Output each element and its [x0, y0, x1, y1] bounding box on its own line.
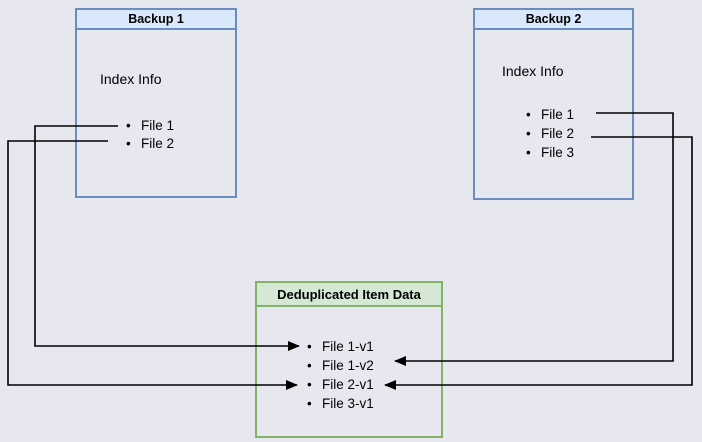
backup2-index-info-label: Index Info	[502, 63, 564, 79]
backup1-file-item: File 1	[126, 117, 174, 135]
dedup-box: Deduplicated Item Data File 1-v1 File 1-…	[255, 281, 443, 438]
dedup-title: Deduplicated Item Data	[277, 287, 421, 302]
backup1-header: Backup 1	[77, 10, 235, 30]
backup2-file-list: File 1 File 2 File 3	[526, 105, 574, 162]
backup2-file-item: File 3	[526, 143, 574, 162]
backup1-box: Backup 1 Index Info File 1 File 2	[75, 8, 237, 198]
backup1-title: Backup 1	[128, 12, 184, 26]
dedup-item: File 2-v1	[307, 375, 374, 394]
backup1-index-info-label: Index Info	[100, 71, 162, 87]
backup1-file-item: File 2	[126, 135, 174, 153]
backup2-title: Backup 2	[525, 12, 582, 26]
dedup-header: Deduplicated Item Data	[257, 283, 441, 307]
dedup-item-list: File 1-v1 File 1-v2 File 2-v1 File 3-v1	[307, 337, 374, 413]
dedup-item: File 1-v2	[307, 356, 374, 375]
backup2-file-item: File 1	[526, 105, 574, 124]
dedup-item: File 1-v1	[307, 337, 374, 356]
backup1-file-list: File 1 File 2	[126, 117, 174, 153]
backup2-box: Backup 2 Index Info File 1 File 2 File 3	[473, 8, 634, 200]
dedup-item: File 3-v1	[307, 394, 374, 413]
backup2-file-item: File 2	[526, 124, 574, 143]
backup2-header: Backup 2	[475, 10, 632, 30]
